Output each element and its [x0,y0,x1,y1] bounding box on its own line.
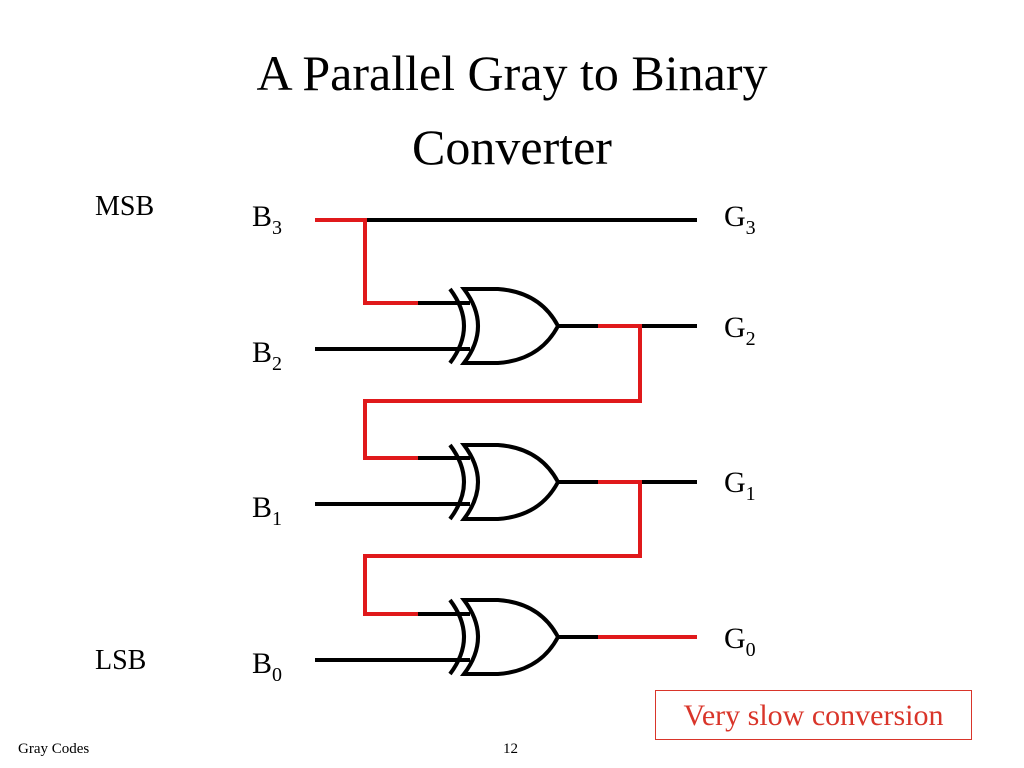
msb-label: MSB [95,191,155,222]
page-number: 12 [503,741,518,757]
xor-gate-1 [448,287,561,365]
black-wires [315,218,697,662]
label-b3: B3 [252,200,283,239]
label-g0: G0 [724,622,756,661]
lsb-label: LSB [95,645,147,676]
red-path-b3 [315,218,418,305]
footer-left: Gray Codes [18,741,90,757]
title-line-1: A Parallel Gray to Binary [256,45,768,101]
label-g2: G2 [724,311,756,350]
label-b2: B2 [252,336,283,375]
red-path-g2 [363,324,642,460]
label-b1: B1 [252,491,283,530]
red-path-g1 [363,480,642,616]
slow-conversion-note: Very slow conversion [655,690,972,740]
xor-gate-3 [448,598,561,676]
title-line-2: Converter [412,119,612,175]
red-wires [315,218,697,639]
xor-gate-2 [448,443,561,521]
label-g1: G1 [724,466,756,505]
label-b0: B0 [252,647,283,686]
label-g3: G3 [724,200,756,239]
